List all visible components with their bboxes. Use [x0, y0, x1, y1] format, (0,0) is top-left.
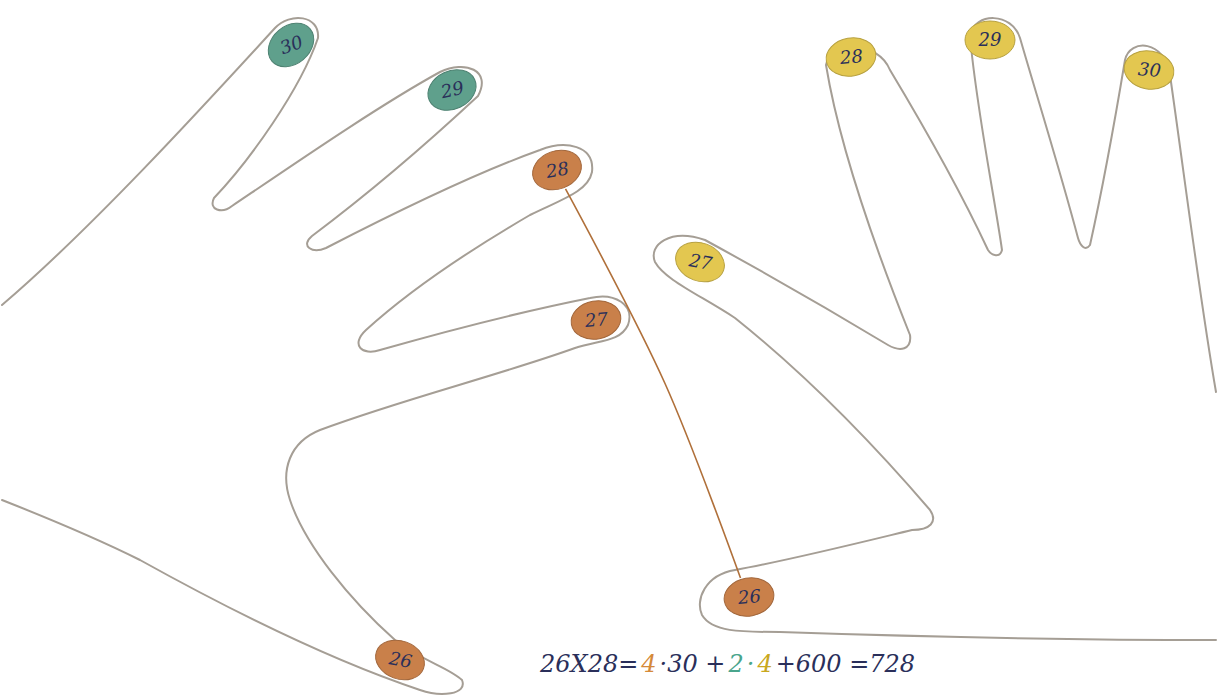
fingertip-circle: 26 [723, 577, 775, 617]
formula-part: +600 =728 [776, 650, 915, 678]
formula-part: · [747, 650, 755, 678]
fingertip-circle: 28 [531, 150, 583, 190]
finger-number: 28 [839, 47, 863, 67]
connector-line [565, 189, 740, 578]
right-hand-outline [654, 18, 1216, 640]
formula-part: 4 [757, 650, 772, 678]
fingertip-circle: 27 [674, 242, 726, 282]
finger-number: 29 [979, 31, 1002, 49]
fingertip-circle: 28 [825, 37, 877, 77]
fingertip-circle: 30 [1123, 50, 1175, 90]
fingertip-circle: 29 [964, 20, 1016, 60]
left-hand-outline [2, 18, 629, 694]
fingertip-circle: 26 [374, 640, 426, 680]
formula-part: 2 [728, 650, 743, 678]
finger-number: 30 [1137, 60, 1161, 80]
fingertip-circle: 27 [570, 300, 622, 340]
finger-number: 28 [544, 159, 570, 181]
finger-number: 27 [584, 310, 608, 330]
formula-part: ·30 + [660, 650, 726, 678]
fingertip-circle: 29 [426, 70, 478, 110]
formula-part: 4 [641, 650, 656, 678]
fingertip-circle: 30 [265, 25, 317, 65]
formula-part: 26X28= [540, 650, 638, 678]
finger-number: 29 [439, 79, 465, 102]
finger-number: 26 [737, 587, 761, 607]
finger-number: 27 [687, 251, 713, 273]
formula: 26X28=4·30 +2·4+600 =728 [540, 650, 918, 678]
finger-number: 26 [387, 649, 413, 671]
